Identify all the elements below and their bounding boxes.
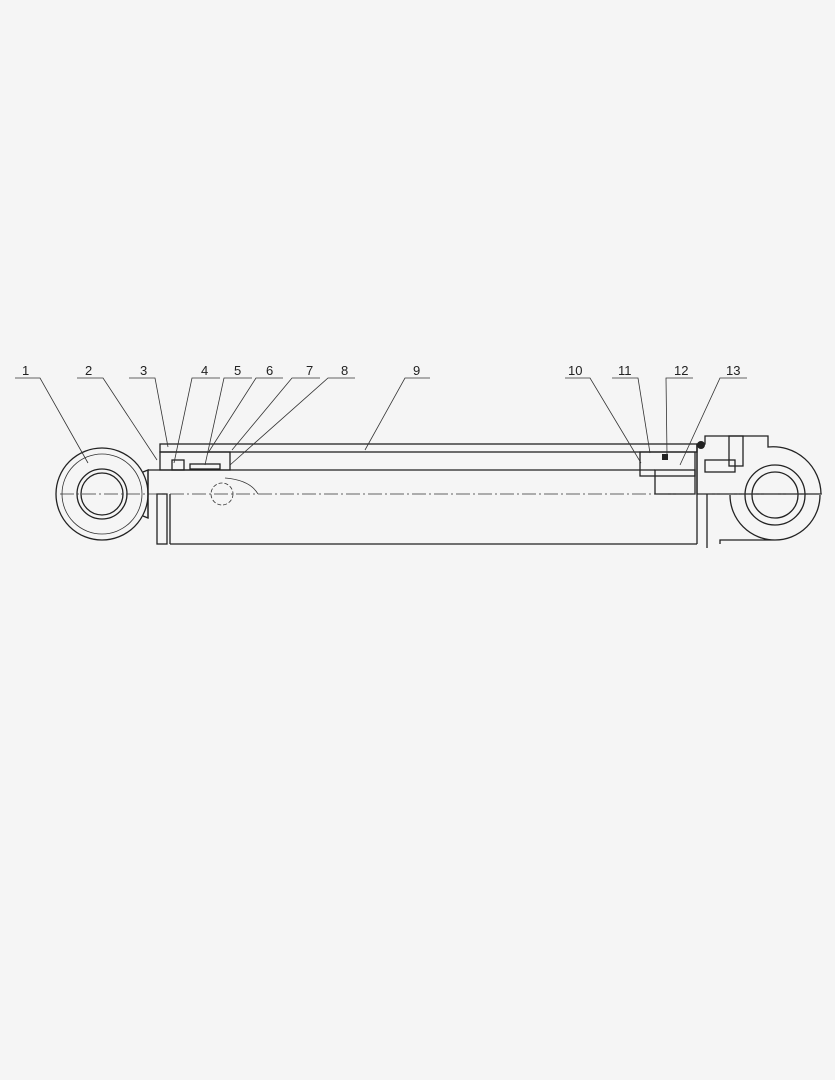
svg-text:10: 10 xyxy=(568,363,582,378)
callout-13: 13 xyxy=(679,363,747,466)
svg-text:12: 12 xyxy=(674,363,688,378)
svg-text:9: 9 xyxy=(413,363,420,378)
svg-text:11: 11 xyxy=(618,363,632,378)
callout-3: 3 xyxy=(129,363,169,448)
callout-7: 7 xyxy=(231,363,320,451)
svg-text:13: 13 xyxy=(726,363,740,378)
svg-text:3: 3 xyxy=(140,363,147,378)
callout-5: 5 xyxy=(204,363,252,466)
cylinder-barrel xyxy=(159,443,708,548)
svg-text:6: 6 xyxy=(266,363,273,378)
svg-text:2: 2 xyxy=(85,363,92,378)
callout-10: 10 xyxy=(565,363,642,464)
callout-8: 8 xyxy=(229,363,355,466)
piston-rod xyxy=(147,469,655,545)
svg-text:5: 5 xyxy=(234,363,241,378)
base-eye-right xyxy=(696,435,822,544)
callout-1: 1 xyxy=(15,363,89,464)
svg-text:8: 8 xyxy=(341,363,348,378)
callout-2: 2 xyxy=(77,363,158,461)
callout-4: 4 xyxy=(173,363,220,464)
svg-text:4: 4 xyxy=(201,363,208,378)
callout-6: 6 xyxy=(207,363,283,454)
svg-text:7: 7 xyxy=(306,363,313,378)
callout-9: 9 xyxy=(364,363,430,451)
callouts: 1 2 3 4 5 6 7 8 9 10 11 12 13 xyxy=(15,363,747,466)
svg-text:1: 1 xyxy=(22,363,29,378)
callout-11: 11 xyxy=(612,363,651,454)
callout-12: 12 xyxy=(665,363,693,456)
